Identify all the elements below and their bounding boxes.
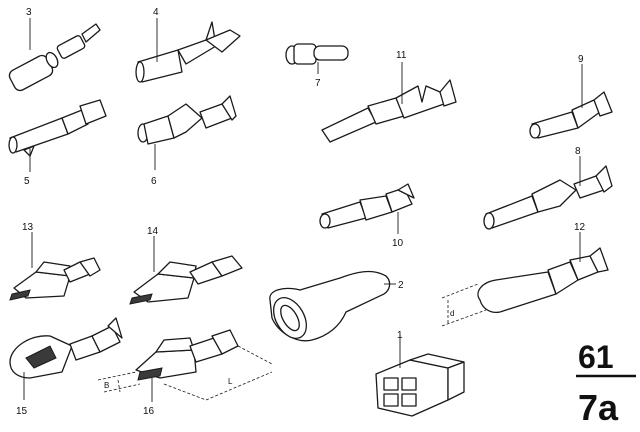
group-number: 61 (578, 339, 614, 375)
part-16-flat-terminal[interactable] (135, 329, 239, 402)
group-subnumber: 7a (578, 387, 619, 428)
part-11-flat-terminal[interactable] (321, 62, 457, 143)
dimension-d (441, 283, 487, 327)
dimension-label-l: L (228, 377, 233, 386)
callout-2: 2 (398, 280, 404, 291)
callout-16: 16 (143, 406, 155, 417)
callout-14: 14 (147, 226, 159, 237)
callout-13: 13 (22, 222, 34, 233)
callout-7: 7 (315, 78, 321, 89)
group-reference: 61 7a (576, 339, 636, 428)
part-9-small-terminal[interactable] (529, 64, 613, 139)
callout-10: 10 (392, 238, 404, 249)
part-14-flat-tab-terminal[interactable] (129, 236, 243, 305)
dimension-label-d: d (450, 309, 454, 318)
part-10-pin-terminal[interactable] (319, 183, 415, 234)
part-8-receptacle-terminal[interactable] (483, 156, 613, 230)
callout-9: 9 (578, 54, 584, 65)
dimension-label-b: B (104, 381, 109, 390)
dimension-l (163, 345, 273, 401)
callout-11: 11 (396, 50, 407, 61)
dimension-b (97, 371, 141, 393)
part-15-hooded-terminal[interactable] (9, 317, 123, 400)
callout-3: 3 (26, 7, 32, 18)
callout-1: 1 (397, 330, 403, 341)
part-7-pin[interactable] (285, 43, 349, 74)
callout-15: 15 (16, 406, 28, 417)
callout-5: 5 (24, 176, 30, 187)
callout-4: 4 (153, 7, 159, 18)
part-5-tube-terminal[interactable] (8, 99, 107, 172)
part-6-receptacle-terminal[interactable] (137, 95, 237, 170)
callout-8: 8 (575, 146, 581, 157)
callout-12: 12 (574, 222, 586, 233)
callout-6: 6 (151, 176, 157, 187)
part-3-round-terminal[interactable] (7, 18, 101, 93)
part-13-flat-tab-terminal[interactable] (9, 232, 101, 301)
part-2-rubber-boot[interactable] (267, 270, 396, 345)
part-1-connector-housing[interactable] (375, 334, 465, 417)
part-4-open-barrel-terminal[interactable] (135, 18, 241, 83)
part-12-terminal[interactable] (477, 232, 609, 314)
